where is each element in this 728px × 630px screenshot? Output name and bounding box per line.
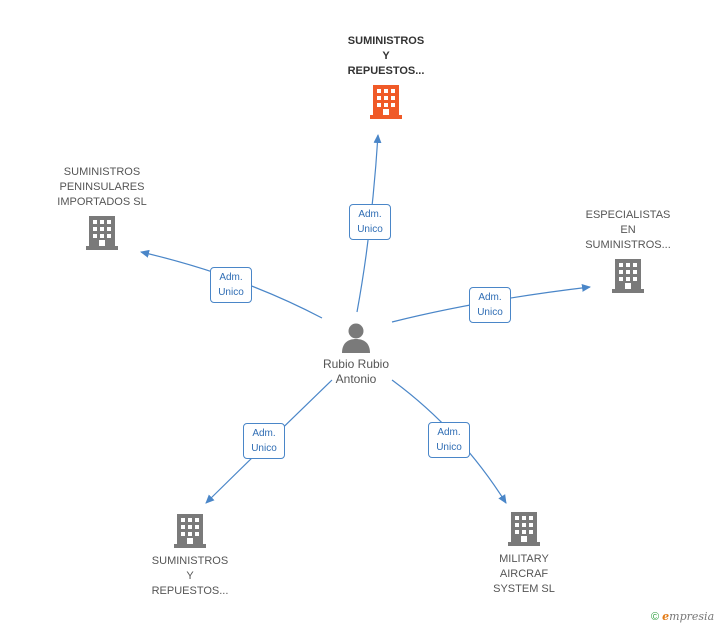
relation-badge-bottom-left[interactable]: Adm. Unico bbox=[243, 423, 285, 459]
company-node-top[interactable]: SUMINISTROS Y REPUESTOS... bbox=[318, 34, 454, 119]
company-label: SUMINISTROS PENINSULARES IMPORTADOS SL bbox=[57, 166, 147, 208]
building-icon bbox=[86, 216, 118, 250]
relation-badge-left[interactable]: Adm. Unico bbox=[210, 267, 252, 303]
copyright-icon: © bbox=[651, 611, 660, 623]
relation-line1: Adm. bbox=[219, 272, 243, 283]
relation-line2: Unico bbox=[251, 443, 277, 454]
relation-badge-top[interactable]: Adm. Unico bbox=[349, 204, 391, 240]
footer-brand: © empresia bbox=[651, 610, 714, 623]
company-label: SUMINISTROS Y REPUESTOS... bbox=[151, 555, 229, 597]
person-label: Rubio Rubio Antonio bbox=[322, 357, 390, 386]
relation-badge-right[interactable]: Adm. Unico bbox=[469, 287, 511, 323]
company-node-bottom-left[interactable]: SUMINISTROS Y REPUESTOS... bbox=[128, 514, 252, 599]
relation-line2: Unico bbox=[357, 224, 383, 235]
relation-line1: Adm. bbox=[358, 209, 382, 220]
relation-line1: Adm. bbox=[252, 428, 276, 439]
relation-line2: Unico bbox=[218, 287, 244, 298]
company-label: ESPECIALISTAS EN SUMINISTROS... bbox=[585, 209, 671, 251]
building-icon bbox=[508, 512, 540, 546]
person-node[interactable]: Rubio Rubio Antonio bbox=[306, 323, 406, 387]
company-label: MILITARY AIRCRAF SYSTEM SL bbox=[493, 553, 555, 595]
relation-line1: Adm. bbox=[437, 427, 461, 438]
relation-badge-bottom-right[interactable]: Adm. Unico bbox=[428, 422, 470, 458]
empresia-logo: empresia bbox=[662, 610, 715, 623]
person-icon bbox=[342, 323, 370, 353]
company-label: SUMINISTROS Y REPUESTOS... bbox=[347, 35, 425, 77]
relation-line1: Adm. bbox=[478, 292, 502, 303]
company-node-right[interactable]: ESPECIALISTAS EN SUMINISTROS... bbox=[566, 208, 690, 293]
company-node-left[interactable]: SUMINISTROS PENINSULARES IMPORTADOS SL bbox=[38, 165, 166, 250]
building-icon bbox=[370, 85, 402, 119]
building-icon bbox=[174, 514, 206, 548]
relation-line2: Unico bbox=[477, 307, 503, 318]
company-node-bottom-right[interactable]: MILITARY AIRCRAF SYSTEM SL bbox=[462, 512, 586, 597]
building-icon bbox=[612, 259, 644, 293]
relation-line2: Unico bbox=[436, 442, 462, 453]
